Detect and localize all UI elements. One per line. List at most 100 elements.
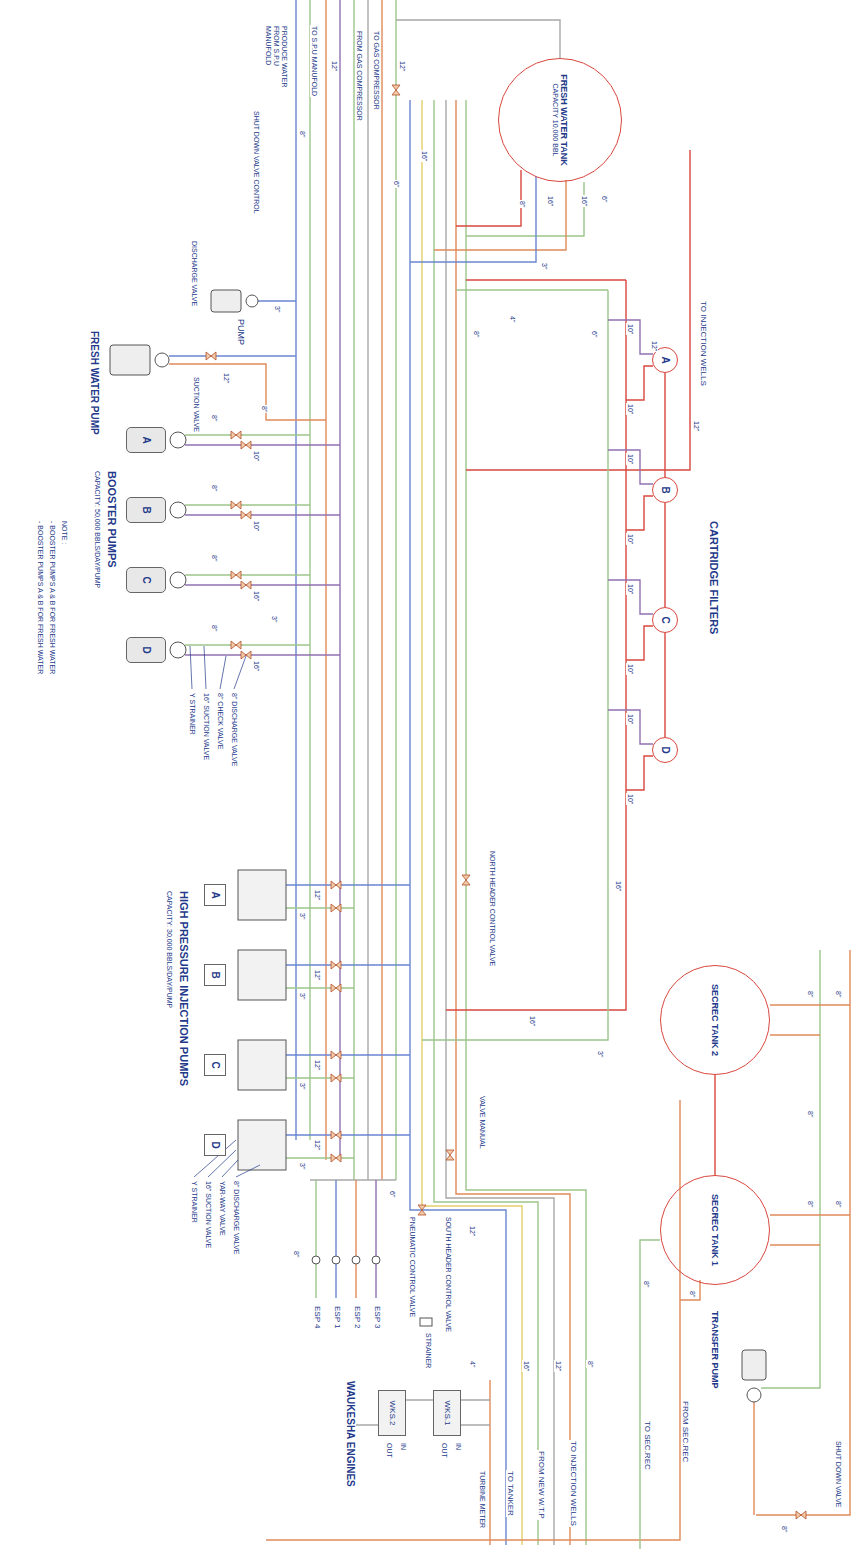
pipe-size: 10" bbox=[626, 793, 634, 805]
pipe-part bbox=[626, 496, 653, 530]
pipe-part bbox=[626, 626, 653, 660]
pipe-size: 10" bbox=[626, 663, 634, 675]
callout-text: FROM SEC.REC bbox=[681, 1400, 690, 1463]
pipe-part bbox=[206, 85, 806, 1519]
pipe-size: 3" bbox=[298, 1082, 306, 1090]
callout-text: OUT bbox=[440, 1442, 448, 1459]
callout-text: TO INJECTION WELLS bbox=[699, 300, 708, 387]
pipe-part bbox=[456, 100, 570, 1545]
tank-circle: B bbox=[652, 477, 678, 503]
pipe-size: 10" bbox=[626, 403, 634, 415]
pipe-part bbox=[310, 1179, 396, 1180]
pipe-part bbox=[466, 100, 586, 1545]
equipment-box: B bbox=[204, 964, 226, 986]
pipe-part bbox=[110, 345, 150, 375]
pipe-size: 3" bbox=[270, 615, 278, 623]
pipe-size: 8" bbox=[806, 1110, 814, 1118]
callout-text: ESP 2 bbox=[353, 1305, 362, 1330]
pipe-part bbox=[434, 180, 566, 250]
callout-text: IN bbox=[399, 1442, 407, 1451]
pipe-size: 16" bbox=[580, 195, 588, 207]
pipe-part bbox=[241, 511, 251, 519]
pipe-part bbox=[286, 964, 410, 965]
callout-text: TURBINE METER bbox=[478, 1470, 486, 1529]
callout-text: PNEUMATIC CONTROL VALVE bbox=[408, 1216, 416, 1318]
equipment-name: C bbox=[140, 576, 152, 583]
pipe-part bbox=[331, 904, 341, 912]
pipe-part bbox=[331, 881, 341, 889]
pipe-part bbox=[286, 1077, 354, 1078]
pipe-part bbox=[185, 574, 310, 575]
pipe-part bbox=[286, 884, 410, 885]
pipe-size: 8" bbox=[210, 414, 218, 422]
pipe-part bbox=[466, 150, 690, 470]
pipe-size: 12" bbox=[398, 60, 406, 72]
pipe-size: 8" bbox=[298, 130, 306, 138]
pipe-size: 12" bbox=[692, 420, 700, 432]
callout-text: TO S.P.U MANUFOLD bbox=[310, 25, 318, 97]
pipe-size: 10" bbox=[626, 453, 634, 465]
pipe-part bbox=[422, 290, 608, 1040]
equipment-name: C bbox=[209, 1061, 221, 1068]
pipe-size: 3" bbox=[298, 992, 306, 1000]
pipe-part bbox=[331, 1051, 341, 1059]
pipe-part bbox=[185, 514, 340, 515]
pipe-part bbox=[381, 0, 382, 1180]
pipe-size: 10" bbox=[252, 520, 260, 532]
pipe-size: 12" bbox=[313, 969, 321, 981]
pipe-part bbox=[241, 651, 251, 659]
equipment-name: C bbox=[659, 616, 671, 623]
callout-text: 8" DISCHARGE VALVE bbox=[230, 692, 238, 767]
callout-text: SUCTION VALVE bbox=[192, 376, 200, 433]
callout-text: PUMP bbox=[236, 318, 246, 346]
pipe-size: 16" bbox=[252, 590, 260, 602]
pipe-size: 16" bbox=[522, 1360, 530, 1372]
pipe-size: 8" bbox=[806, 990, 814, 998]
pipe-part bbox=[231, 501, 241, 509]
pump-motor: A bbox=[126, 427, 166, 453]
pipe-part bbox=[422, 100, 522, 1545]
pipe-size: 8" bbox=[210, 554, 218, 562]
callout-text: TO GAS COMPRESSOR bbox=[372, 30, 380, 111]
pipe-part bbox=[747, 1388, 761, 1402]
pipe-size: 10" bbox=[626, 713, 634, 725]
pipe-part bbox=[309, 0, 310, 1140]
pipe-part bbox=[331, 1074, 341, 1082]
callout-text: BOOSTER PUMPS bbox=[105, 470, 118, 569]
callout-text: SHUT DOWN VALVE CONTROL bbox=[252, 110, 260, 215]
pipe-size: 8" bbox=[642, 1280, 650, 1288]
pipe-size: 16" bbox=[252, 660, 260, 672]
pipe-part bbox=[626, 366, 653, 400]
pipe-part bbox=[396, 20, 560, 58]
callout-text: Y STRAINER bbox=[188, 692, 196, 736]
pipe-size: 6" bbox=[392, 180, 400, 188]
pipe-part bbox=[185, 504, 310, 505]
pipe-part bbox=[489, 1380, 490, 1545]
pipe-part bbox=[286, 1134, 410, 1135]
callout-text: IN bbox=[454, 1442, 462, 1451]
tank-circle: SECREC TANK 1 bbox=[660, 1175, 770, 1285]
pipe-part bbox=[608, 320, 653, 354]
pipe-part bbox=[238, 1120, 286, 1170]
pipe-part bbox=[231, 571, 241, 579]
pipe-connector bbox=[664, 503, 665, 607]
pipe-part bbox=[110, 290, 766, 1402]
callout-text: 8" DISCHARGE VALVE bbox=[232, 1180, 240, 1255]
pipe-part bbox=[608, 710, 653, 744]
pipe-size: 10" bbox=[626, 583, 634, 595]
pipe-part bbox=[372, 1256, 380, 1264]
equipment-name: B bbox=[659, 486, 671, 493]
pipe-part bbox=[796, 1511, 806, 1519]
callout-text: ESP 4 bbox=[313, 1305, 322, 1330]
callout-text: VALVE MANUAL bbox=[478, 1095, 486, 1150]
pipe-part bbox=[761, 1300, 820, 1388]
pipe-size: 12" bbox=[313, 1139, 321, 1151]
pipe-size: 12" bbox=[313, 889, 321, 901]
pipe-part bbox=[446, 1150, 454, 1160]
callout-text: 16" SUCTION VALVE bbox=[202, 692, 210, 761]
pipe-part bbox=[640, 1240, 660, 1549]
callout-text: CARTRIDGE FILTERS bbox=[707, 520, 720, 635]
callout-text: YAR-WAY VALVE bbox=[218, 1180, 226, 1237]
callout-text: ESP 3 bbox=[373, 1305, 382, 1330]
